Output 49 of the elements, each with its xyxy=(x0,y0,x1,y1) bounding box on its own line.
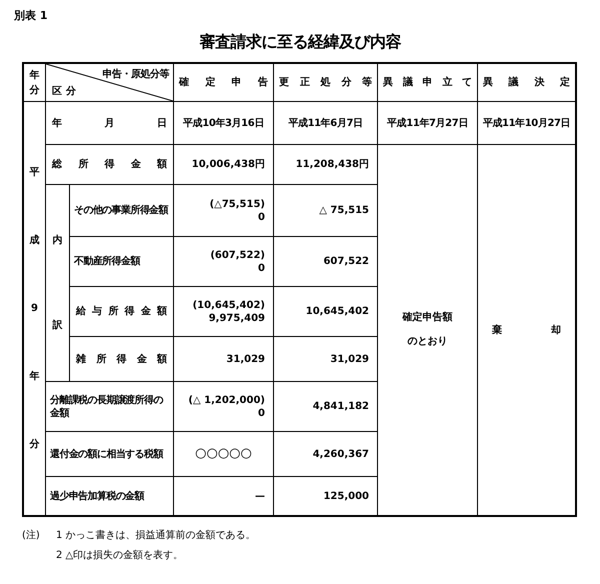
row-header: 過少申告加算税の金額 xyxy=(50,490,144,502)
row-header: 給与所得金額 xyxy=(76,305,167,318)
amount-value: 31,029 xyxy=(226,352,265,366)
amount-value: 31,029 xyxy=(330,352,369,366)
row-header: 分離課税の長期譲渡所得の金額 xyxy=(50,394,164,420)
row-header: 雑所得金額 xyxy=(76,352,167,366)
amount-value: 607,522 xyxy=(323,255,369,268)
amount-value: △ 75,515 xyxy=(319,204,369,217)
row-header: その他の事業所得金額 xyxy=(74,204,168,217)
row-header: 不動産所得金額 xyxy=(74,255,140,268)
amount-value: ○○○○○ xyxy=(195,446,252,462)
note-text: 2 △印は損失の金額を表す。 xyxy=(56,548,184,562)
column-header: 更正処分等 xyxy=(279,76,372,89)
amount-value: 10,645,402 xyxy=(306,305,369,318)
amount-value: 125,000 xyxy=(323,490,369,502)
row-header: 年月日 xyxy=(52,116,167,130)
column-header: 年分 xyxy=(30,68,40,98)
amount-value: (△ 1,202,000) xyxy=(188,394,265,406)
column-header: 確定申告 xyxy=(179,76,268,89)
date-value: 平成11年10月27日 xyxy=(482,116,570,130)
amount-value: 9,975,409 xyxy=(208,312,265,324)
amount-value: 4,841,182 xyxy=(312,400,369,413)
group-label: 内訳 xyxy=(52,234,62,333)
amount-value: 10,006,438円 xyxy=(192,158,265,171)
row-header: 還付金の額に相当する税額 xyxy=(50,448,163,460)
amount-value: 0 xyxy=(258,210,265,224)
decision-text: 棄却 xyxy=(492,324,561,336)
amount-value: 0 xyxy=(258,262,265,274)
table-title: 審査請求に至る経緯及び内容 xyxy=(198,32,402,53)
amount-value: — xyxy=(255,490,265,502)
column-header: 異議決定 xyxy=(483,76,570,89)
column-header: 申告・原処分等 xyxy=(102,68,169,81)
amount-value: (△75,515) xyxy=(210,198,265,210)
date-value: 平成11年7月27日 xyxy=(387,116,468,130)
table-number: 別表 1 xyxy=(14,8,48,23)
column-header: 異議申立て xyxy=(383,76,472,89)
amount-value: 0 xyxy=(258,406,265,420)
amount-value: 4,260,367 xyxy=(312,448,369,460)
note-text: (注) xyxy=(22,528,41,542)
row-header: 区分 xyxy=(52,84,80,98)
note-text: 1 かっこ書きは、損益通算前の金額である。 xyxy=(56,528,256,542)
decision-text: 確定申告額のとおり xyxy=(402,310,454,349)
row-header: 総所得金額 xyxy=(52,158,167,171)
date-value: 平成10年3月16日 xyxy=(183,116,264,130)
date-value: 平成11年6月7日 xyxy=(288,116,363,130)
amount-value: (607,522) xyxy=(210,248,265,262)
amount-value: 11,208,438円 xyxy=(296,158,369,171)
amount-value: (10,645,402) xyxy=(192,298,265,312)
year-label: 平成9年分 xyxy=(30,166,40,452)
